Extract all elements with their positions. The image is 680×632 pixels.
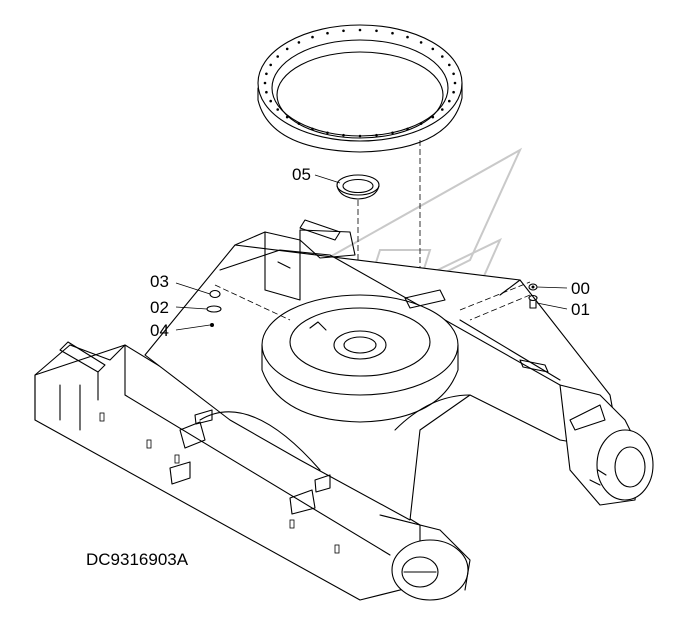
callout-04: 04 <box>150 321 169 340</box>
pin-04 <box>210 323 214 327</box>
bolt-hole <box>358 134 362 138</box>
drawing-code: DC9316903A <box>86 550 189 569</box>
callout-02: 02 <box>150 298 169 317</box>
bolt-hole <box>431 115 435 119</box>
bolt-hole <box>326 31 329 35</box>
bolt-hole <box>441 108 444 111</box>
bolt-hole <box>265 90 268 94</box>
callout-05: 05 <box>292 165 311 184</box>
bolt-hole <box>375 133 378 137</box>
bolt-hole <box>342 133 345 137</box>
bolt-hole <box>448 63 451 67</box>
lower-frame <box>34 219 654 601</box>
bolt-hole <box>453 81 457 85</box>
bolt-hole <box>441 55 444 58</box>
bolt-hole <box>311 35 314 39</box>
bolt-hole <box>406 35 409 39</box>
bolt-hole <box>358 28 362 32</box>
bolt-hole <box>419 122 423 125</box>
callout-01: 01 <box>571 300 590 319</box>
bolt-01 <box>528 294 538 309</box>
bolt-hole <box>431 47 435 51</box>
bolt-hole <box>276 55 280 58</box>
bolt-hole <box>375 29 378 33</box>
bolt-hole <box>297 41 301 44</box>
swing-bearing-ring <box>257 24 463 153</box>
bolt-hole <box>285 115 289 119</box>
bolt-hole <box>263 81 267 85</box>
bolt-hole <box>269 99 273 103</box>
bolt-hole <box>419 41 423 44</box>
plug-00 <box>528 283 538 291</box>
bolt-hole <box>391 31 394 35</box>
bolt-hole <box>406 127 409 131</box>
bolt-hole <box>452 90 455 94</box>
callout-03: 03 <box>150 272 169 291</box>
bolt-hole <box>342 29 345 33</box>
bolt-hole <box>276 108 280 111</box>
bolt-hole <box>269 63 273 67</box>
callout-00: 00 <box>571 279 590 298</box>
seal-ring-05 <box>336 174 380 200</box>
bolt-hole <box>391 131 394 135</box>
bolt-hole <box>297 122 301 125</box>
bolt-hole <box>448 99 451 103</box>
bolt-hole <box>452 72 455 76</box>
bolt-hole <box>285 47 289 51</box>
bolt-hole <box>265 72 268 76</box>
bolt-hole <box>326 131 329 135</box>
bolt-hole <box>311 127 314 131</box>
